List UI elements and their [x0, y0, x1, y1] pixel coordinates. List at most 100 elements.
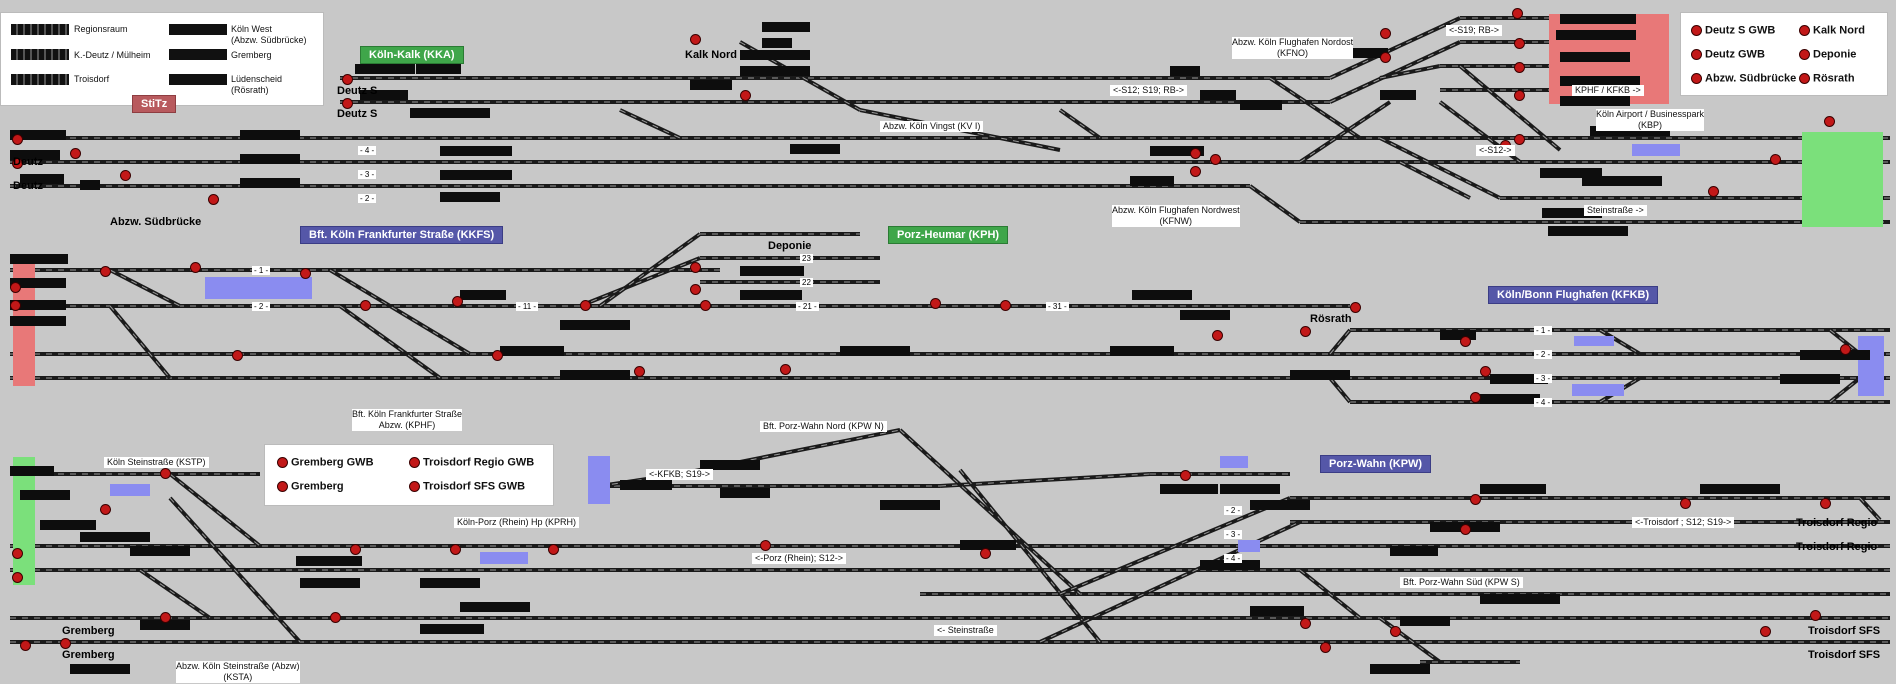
block-section[interactable] [20, 174, 64, 184]
block-section[interactable] [410, 108, 490, 118]
signal-icon[interactable] [1680, 498, 1691, 509]
block-section[interactable] [1560, 96, 1630, 106]
block-section[interactable] [1132, 290, 1192, 300]
signal-icon[interactable] [492, 350, 503, 361]
block-section[interactable] [1250, 606, 1304, 616]
block-section[interactable] [880, 500, 940, 510]
signal-icon[interactable] [1460, 336, 1471, 347]
block-section[interactable] [700, 460, 760, 470]
block-section[interactable] [500, 346, 564, 356]
block-section[interactable] [1560, 52, 1630, 62]
signal-icon[interactable] [450, 544, 461, 555]
block-section[interactable] [1370, 664, 1430, 674]
block-section[interactable] [1130, 176, 1174, 186]
block-section[interactable] [70, 664, 130, 674]
signal-icon[interactable] [1320, 642, 1331, 653]
block-section[interactable] [460, 602, 530, 612]
signal-icon[interactable] [690, 262, 701, 273]
block-section[interactable] [1590, 126, 1670, 136]
signal-icon[interactable] [1512, 8, 1523, 19]
block-section[interactable] [1220, 484, 1280, 494]
signal-icon[interactable] [10, 282, 21, 293]
station-tag-kfkb[interactable]: Köln/Bonn Flughafen (KFKB) [1488, 286, 1659, 304]
signal-icon[interactable] [980, 548, 991, 559]
signal-icon[interactable] [160, 468, 171, 479]
signal-icon[interactable] [1210, 154, 1221, 165]
signal-icon[interactable] [930, 298, 941, 309]
signal-icon[interactable] [700, 300, 711, 311]
signal-icon[interactable] [1514, 38, 1525, 49]
signal-icon[interactable] [1190, 166, 1201, 177]
block-section[interactable] [10, 316, 66, 326]
block-section[interactable] [420, 578, 480, 588]
signal-icon[interactable] [12, 548, 23, 559]
signal-icon[interactable] [12, 134, 23, 145]
block-section[interactable] [1480, 394, 1540, 404]
block-section[interactable] [20, 490, 70, 500]
signal-icon[interactable] [350, 544, 361, 555]
station-tag-kpw[interactable]: Porz-Wahn (KPW) [1320, 455, 1432, 473]
signal-icon[interactable] [342, 74, 353, 85]
block-section[interactable] [1390, 546, 1438, 556]
signal-icon[interactable] [1514, 62, 1525, 73]
block-section[interactable] [440, 146, 512, 156]
signal-icon[interactable] [70, 148, 81, 159]
block-section[interactable] [416, 64, 461, 74]
block-section[interactable] [1800, 350, 1870, 360]
signal-icon[interactable] [780, 364, 791, 375]
block-section[interactable] [420, 624, 484, 634]
signal-icon[interactable] [1300, 618, 1311, 629]
block-section[interactable] [240, 178, 300, 188]
signal-icon[interactable] [10, 300, 21, 311]
signal-icon[interactable] [100, 504, 111, 515]
block-section[interactable] [960, 540, 1016, 550]
block-section[interactable] [1780, 374, 1840, 384]
signal-icon[interactable] [1840, 344, 1851, 355]
block-section[interactable] [740, 266, 804, 276]
signal-icon[interactable] [360, 300, 371, 311]
block-section[interactable] [40, 520, 96, 530]
block-section[interactable] [1490, 374, 1548, 384]
signal-icon[interactable] [1514, 134, 1525, 145]
signal-icon[interactable] [1190, 148, 1201, 159]
block-section[interactable] [560, 370, 630, 380]
signal-icon[interactable] [1300, 326, 1311, 337]
signal-icon[interactable] [12, 158, 23, 169]
signal-icon[interactable] [1380, 28, 1391, 39]
block-section[interactable] [1250, 500, 1310, 510]
block-section[interactable] [560, 320, 630, 330]
block-section[interactable] [1440, 330, 1476, 340]
signal-icon[interactable] [580, 300, 591, 311]
signal-icon[interactable] [1760, 626, 1771, 637]
block-section[interactable] [690, 80, 732, 90]
block-section[interactable] [1160, 484, 1218, 494]
signal-icon[interactable] [1390, 626, 1401, 637]
signal-icon[interactable] [120, 170, 131, 181]
signal-icon[interactable] [12, 572, 23, 583]
block-section[interactable] [1200, 90, 1236, 100]
block-section[interactable] [360, 90, 408, 100]
signal-icon[interactable] [1820, 498, 1831, 509]
signal-icon[interactable] [452, 296, 463, 307]
signal-icon[interactable] [740, 90, 751, 101]
block-section[interactable] [240, 154, 300, 164]
block-section[interactable] [1400, 616, 1450, 626]
signal-icon[interactable] [1470, 494, 1481, 505]
block-section[interactable] [740, 50, 810, 60]
signal-icon[interactable] [690, 284, 701, 295]
signal-icon[interactable] [342, 98, 353, 109]
signal-icon[interactable] [190, 262, 201, 273]
signal-icon[interactable] [1810, 610, 1821, 621]
signal-icon[interactable] [1350, 302, 1361, 313]
block-section[interactable] [740, 66, 810, 76]
block-section[interactable] [762, 38, 792, 48]
signal-icon[interactable] [1824, 116, 1835, 127]
block-section[interactable] [1480, 594, 1560, 604]
signal-icon[interactable] [634, 366, 645, 377]
signal-icon[interactable] [1470, 392, 1481, 403]
block-section[interactable] [140, 620, 190, 630]
signal-icon[interactable] [1212, 330, 1223, 341]
block-section[interactable] [10, 150, 60, 160]
block-section[interactable] [740, 290, 802, 300]
signal-icon[interactable] [1708, 186, 1719, 197]
